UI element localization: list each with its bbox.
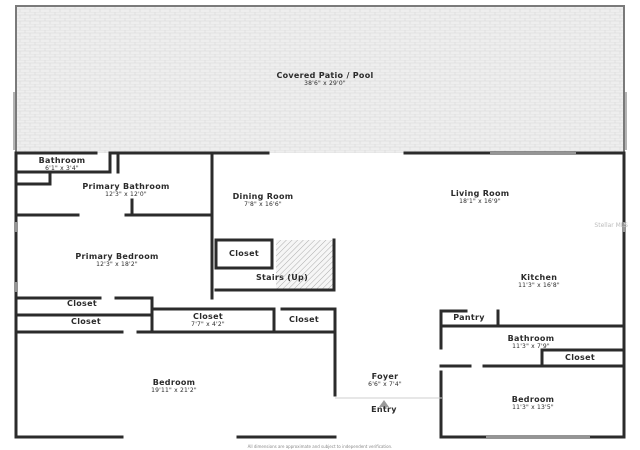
room-name: Pantry — [453, 313, 485, 322]
room-name: Closet — [229, 249, 259, 258]
room-label-foyer: Foyer 6'6" x 7'4" — [368, 373, 402, 388]
room-name: Primary Bedroom — [75, 252, 159, 261]
room-name: Bedroom — [152, 378, 196, 387]
entry-text: Entry — [371, 405, 397, 414]
room-name: Bathroom — [38, 156, 86, 165]
room-name: Closet — [193, 312, 223, 321]
room-name: Primary Bathroom — [82, 182, 170, 191]
room-label-closet-small: Closet — [289, 316, 319, 324]
room-label-bathroom-small: Bathroom 6'1" x 3'4" — [39, 157, 86, 172]
room-dimensions: 38'6" x 29'0" — [304, 80, 346, 87]
room-dimensions: 6'6" x 7'4" — [368, 381, 402, 388]
room-label-pantry: Pantry — [453, 314, 485, 322]
room-dimensions: 7'7" x 4'2" — [191, 321, 225, 328]
room-label-closet-east: Closet — [565, 354, 595, 362]
room-name: Covered Patio / Pool — [276, 71, 374, 80]
room-dimensions: 11'3" x 13'5" — [512, 404, 554, 411]
room-label-bedroom-east: Bedroom 11'3" x 13'5" — [512, 396, 555, 411]
interior-floor — [16, 153, 624, 437]
room-label-stairs: Stairs (Up) — [256, 274, 308, 282]
room-name: Closet — [67, 299, 97, 308]
room-label-closet-a: Closet — [67, 300, 97, 308]
room-dimensions: 12'3" x 18'2" — [96, 261, 138, 268]
room-label-living-room: Living Room 18'1" x 16'9" — [451, 190, 510, 205]
room-name: Closet — [289, 315, 319, 324]
room-label-primary-bedroom: Primary Bedroom 12'3" x 18'2" — [75, 253, 158, 268]
room-dimensions: 11'3" x 7'9" — [512, 343, 550, 350]
room-name: Living Room — [450, 189, 510, 198]
room-dimensions: 18'1" x 16'9" — [459, 198, 501, 205]
room-name: Bedroom — [511, 395, 555, 404]
room-dimensions: 19'11" x 21'2" — [151, 387, 197, 394]
room-name: Closet — [565, 353, 595, 362]
room-name: Stairs (Up) — [255, 273, 309, 282]
windows — [15, 152, 625, 438]
room-dimensions: 11'3" x 16'8" — [518, 282, 560, 289]
room-label-covered-patio: Covered Patio / Pool 38'6" x 29'0" — [276, 72, 373, 87]
entry-label: Entry — [371, 406, 397, 414]
room-dimensions: 7'8" x 16'6" — [244, 201, 282, 208]
room-label-closet-hall: Closet — [229, 250, 259, 258]
room-name: Bathroom — [507, 334, 555, 343]
room-label-bedroom-west: Bedroom 19'11" x 21'2" — [151, 379, 197, 394]
room-dimensions: 12'3" x 12'0" — [105, 191, 147, 198]
watermark: Stellar MLS — [594, 222, 628, 229]
entry-door — [335, 397, 442, 407]
room-label-closet-b: Closet — [71, 318, 101, 326]
room-label-primary-bathroom: Primary Bathroom 12'3" x 12'0" — [82, 183, 169, 198]
room-name: Dining Room — [232, 192, 294, 201]
room-name: Foyer — [371, 372, 399, 381]
room-label-closet-mid: Closet 7'7" x 4'2" — [191, 313, 225, 328]
room-name: Kitchen — [520, 273, 558, 282]
room-name: Closet — [71, 317, 101, 326]
room-label-dining-room: Dining Room 7'8" x 16'6" — [233, 193, 294, 208]
covered-patio-area — [13, 5, 627, 153]
room-label-kitchen: Kitchen 11'3" x 16'8" — [518, 274, 560, 289]
room-label-bathroom-east: Bathroom 11'3" x 7'9" — [508, 335, 555, 350]
stairs-hatch — [276, 240, 334, 290]
room-dimensions: 6'1" x 3'4" — [45, 165, 79, 172]
disclaimer-footer: All dimensions are approximate and subje… — [247, 444, 393, 449]
walls — [14, 151, 626, 439]
